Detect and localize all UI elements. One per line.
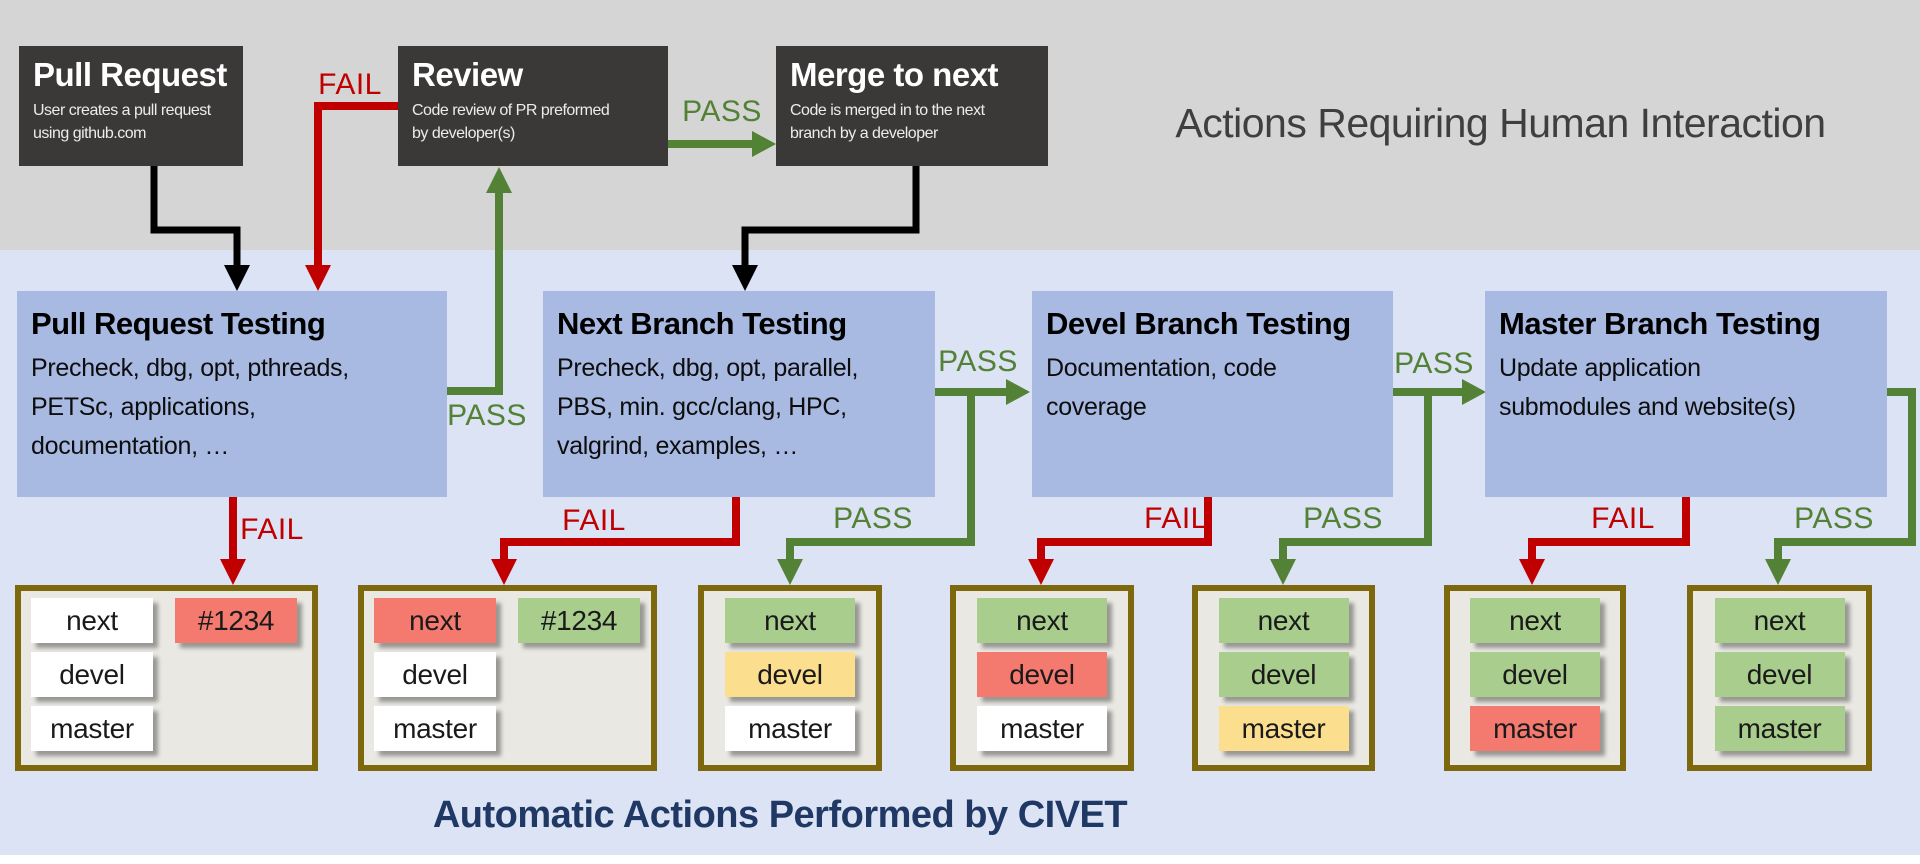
arrow-next-fail-to-status bbox=[491, 494, 740, 585]
branch-chip-devel: devel bbox=[1714, 652, 1845, 697]
arrow-pull-request-to-pr-testing bbox=[150, 163, 250, 291]
box-description: Documentation, code coverage bbox=[1046, 354, 1277, 421]
branch-chip-master: master bbox=[1714, 706, 1845, 751]
arrow-review-pass-to-merge bbox=[666, 131, 776, 157]
arrow-pr-testing-fail-to-status bbox=[220, 494, 246, 585]
human-action-merge-to-next: Merge to next Code is merged in to the n… bbox=[776, 46, 1048, 166]
arrow-pr-testing-pass-to-review bbox=[447, 167, 512, 395]
branch-chip-master: master bbox=[374, 706, 496, 751]
branch-chip-next: next bbox=[1714, 598, 1845, 643]
branch-chip-next: next bbox=[977, 598, 1107, 643]
arrow-devel-fail-to-status bbox=[1028, 494, 1212, 585]
pr-chip: #1234 bbox=[175, 598, 297, 643]
human-action-review: Review Code review of PR preformed by de… bbox=[398, 46, 668, 166]
branch-chip-next: next bbox=[31, 598, 153, 643]
flow-label-review-fail: FAIL bbox=[318, 68, 382, 101]
box-title: Next Branch Testing bbox=[557, 306, 847, 341]
branch-chip-devel: devel bbox=[374, 652, 496, 697]
flow-label-review-pass: PASS bbox=[682, 95, 762, 128]
box-description: User creates a pull request using github… bbox=[33, 101, 211, 143]
branch-chip-next: next bbox=[374, 598, 496, 643]
branch-chip-devel: devel bbox=[31, 652, 153, 697]
branch-chip-next: next bbox=[1218, 598, 1349, 643]
flow-label-master-status-pass: PASS bbox=[1794, 502, 1874, 535]
civet-action-pull-request-testing: Pull Request Testing Precheck, dbg, opt,… bbox=[17, 291, 447, 497]
arrow-next-pass-to-status bbox=[777, 390, 975, 585]
box-title: Review bbox=[412, 56, 523, 93]
arrow-devel-pass-to-master bbox=[1393, 379, 1486, 405]
arrow-next-pass-to-devel bbox=[935, 379, 1030, 405]
branch-state-box-1: next #1234 devel master bbox=[15, 585, 318, 771]
arrow-merge-to-next-testing bbox=[732, 163, 920, 291]
box-title: Master Branch Testing bbox=[1499, 306, 1821, 341]
flow-label-pr-testing-pass: PASS bbox=[447, 399, 527, 432]
flow-label-next-fail: FAIL bbox=[562, 504, 626, 537]
flow-label-master-fail: FAIL bbox=[1591, 502, 1655, 535]
box-description: Code is merged in to the next branch by … bbox=[790, 101, 985, 143]
branch-chip-devel: devel bbox=[725, 652, 855, 697]
box-description: Code review of PR preformed by developer… bbox=[412, 101, 610, 143]
branch-state-box-5: next devel master bbox=[1192, 585, 1375, 771]
flow-label-devel-fail: FAIL bbox=[1144, 502, 1208, 535]
flow-label-devel-status-pass: PASS bbox=[1303, 502, 1383, 535]
flow-label-pr-testing-fail: FAIL bbox=[240, 513, 304, 546]
branch-state-box-2: next #1234 devel master bbox=[358, 585, 657, 771]
flow-label-next-status-pass: PASS bbox=[833, 502, 913, 535]
box-description: Update application submodules and websit… bbox=[1499, 354, 1796, 421]
branch-chip-next: next bbox=[725, 598, 855, 643]
branch-chip-master: master bbox=[1218, 706, 1349, 751]
branch-chip-master: master bbox=[977, 706, 1107, 751]
human-section-title: Actions Requiring Human Interaction bbox=[1175, 100, 1826, 146]
box-description: Precheck, dbg, opt, pthreads, PETSc, app… bbox=[31, 354, 349, 460]
branch-chip-master: master bbox=[1470, 706, 1600, 751]
civet-section-title: Automatic Actions Performed by CIVET bbox=[432, 794, 1128, 836]
branch-chip-master: master bbox=[725, 706, 855, 751]
branch-state-box-6: next devel master bbox=[1444, 585, 1626, 771]
branch-state-box-3: next devel master bbox=[698, 585, 882, 771]
box-title: Merge to next bbox=[790, 56, 999, 93]
civet-action-next-branch-testing: Next Branch Testing Precheck, dbg, opt, … bbox=[543, 291, 935, 497]
arrow-devel-pass-to-status bbox=[1270, 390, 1432, 585]
arrow-review-fail-to-pr-testing bbox=[305, 102, 400, 291]
civet-action-master-branch-testing: Master Branch Testing Update application… bbox=[1485, 291, 1887, 497]
box-title: Pull Request bbox=[33, 56, 227, 93]
branch-chip-devel: devel bbox=[1218, 652, 1349, 697]
flow-label-next-pass: PASS bbox=[938, 345, 1018, 378]
civet-action-devel-branch-testing: Devel Branch Testing Documentation, code… bbox=[1032, 291, 1393, 497]
box-title: Devel Branch Testing bbox=[1046, 306, 1351, 341]
human-action-pull-request: Pull Request User creates a pull request… bbox=[19, 46, 243, 166]
branch-chip-next: next bbox=[1470, 598, 1600, 643]
arrow-master-fail-to-status bbox=[1519, 494, 1690, 585]
branch-state-box-7: next devel master bbox=[1687, 585, 1872, 771]
branch-chip-devel: devel bbox=[1470, 652, 1600, 697]
branch-state-box-4: next devel master bbox=[950, 585, 1134, 771]
arrow-master-pass-to-status bbox=[1765, 388, 1916, 585]
flow-label-devel-pass: PASS bbox=[1394, 347, 1474, 380]
box-description: Precheck, dbg, opt, parallel, PBS, min. … bbox=[557, 354, 859, 460]
pr-chip: #1234 bbox=[518, 598, 640, 643]
box-title: Pull Request Testing bbox=[31, 306, 326, 341]
branch-chip-devel: devel bbox=[977, 652, 1107, 697]
branch-chip-master: master bbox=[31, 706, 153, 751]
